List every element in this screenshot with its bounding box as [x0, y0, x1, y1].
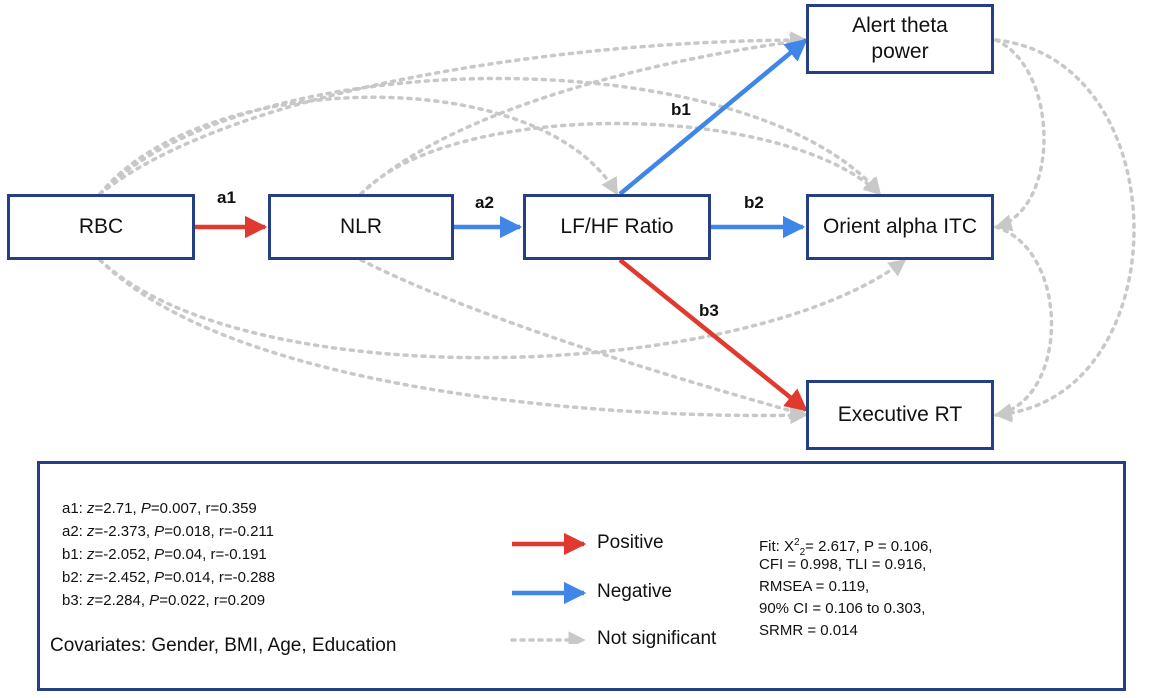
fit-chi-symbol: Fit: X: [759, 538, 795, 555]
stat-a1-p: =0.007,: [150, 500, 202, 517]
fit-line-3: RMSEA = 0.119,: [759, 578, 870, 595]
stat-z-symbol: z: [87, 546, 95, 563]
edge-b3: [618, 258, 808, 412]
stat-b2-r: r=-0.288: [218, 569, 276, 586]
legend-negative-label: Negative: [597, 581, 672, 602]
stat-a2-r: r=-0.211: [218, 523, 275, 540]
node-lfhf-ratio: LF/HF Ratio: [523, 194, 711, 260]
node-nlr-label: NLR: [339, 215, 382, 238]
stat-z-symbol: z: [87, 569, 95, 586]
node-exec-label: Executive RT: [837, 403, 963, 426]
stat-z-symbol: z: [87, 592, 95, 609]
stat-b2-p: =0.014,: [164, 569, 215, 586]
edge-label-a1: a1: [217, 188, 236, 207]
ns-alert-orient: [994, 38, 1046, 232]
stat-p-symbol: P: [140, 500, 151, 517]
stat-p-symbol: P: [154, 546, 165, 563]
ns-rbc-orient-low: [98, 258, 907, 360]
stat-p-symbol: P: [154, 569, 165, 586]
stat-a1: a1: z=2.71, P=0.007, r=0.359: [62, 500, 257, 518]
node-executive-rt: Executive RT: [806, 380, 994, 450]
fit-chi-sub: 2: [799, 547, 806, 558]
fit-chi-value: = 2.617, P = 0.106,: [805, 538, 933, 555]
stat-b1-name: b1:: [62, 546, 83, 563]
stat-a2-p: =0.018,: [164, 523, 215, 540]
node-alert-theta-power: Alert theta power: [806, 4, 994, 74]
stat-b3: b3: z=2.284, P=0.022, r=0.209: [62, 592, 265, 610]
stat-b2-z: =-2.452,: [94, 569, 150, 586]
stat-b1-r: r=-0.191: [210, 546, 267, 563]
stat-b3-z: =2.284,: [94, 592, 145, 609]
stat-a1-name: a1:: [62, 500, 83, 517]
ns-alert-exec: [994, 38, 1136, 423]
stat-b1: b1: z=-2.052, P=0.04, r=-0.191: [62, 546, 267, 564]
stat-p-symbol: P: [149, 592, 160, 609]
stat-b3-p: =0.022,: [159, 592, 210, 609]
ns-nlr-alert: [359, 33, 808, 196]
stat-b2-name: b2:: [62, 569, 83, 586]
edge-label-a2: a2: [475, 193, 494, 212]
node-rbc: RBC: [7, 194, 195, 260]
stat-z-symbol: z: [87, 523, 95, 540]
ns-rbc-orient: [98, 76, 882, 196]
stat-a2: a2: z=-2.373, P=0.018, r=-0.211: [62, 523, 274, 541]
node-rbc-label: RBC: [78, 215, 124, 238]
covariates-text: Covariates: Gender, BMI, Age, Education: [50, 635, 397, 656]
stat-a1-z: =2.71,: [94, 500, 137, 517]
ns-nlr-orient: [359, 121, 882, 196]
fit-line-1: Fit: X22= 2.617, P = 0.106,: [759, 533, 932, 563]
fit-line-4: 90% CI = 0.106 to 0.303,: [759, 600, 926, 617]
node-alert-label: Alert theta power: [852, 14, 948, 63]
stat-p-symbol: P: [154, 523, 165, 540]
ns-nlr-exec: [359, 258, 808, 420]
node-orient-label: Orient alpha ITC: [822, 215, 978, 238]
fit-line-5: SRMR = 0.014: [759, 622, 858, 639]
node-orient-alpha-itc: Orient alpha ITC: [806, 194, 994, 260]
stat-b1-z: =-2.052,: [94, 546, 150, 563]
stat-b3-name: b3:: [62, 592, 83, 609]
legend-box: a1: z=2.71, P=0.007, r=0.359 a2: z=-2.37…: [37, 461, 1126, 691]
edge-label-b2: b2: [744, 193, 764, 212]
fit-line-2: CFI = 0.998, TLI = 0.916,: [759, 556, 927, 573]
edge-label-b3: b3: [699, 301, 719, 320]
legend-ns-label: Not significant: [597, 628, 717, 649]
node-nlr: NLR: [268, 194, 454, 260]
edge-label-b1: b1: [671, 100, 691, 119]
ns-orient-exec: [994, 225, 1054, 421]
stat-a2-name: a2:: [62, 523, 83, 540]
stat-a1-r: r=0.359: [205, 500, 257, 517]
node-lfhf-label: LF/HF Ratio: [560, 215, 674, 238]
legend-positive-label: Positive: [597, 532, 664, 553]
stat-b3-r: r=0.209: [213, 592, 266, 609]
stat-a2-z: =-2.373,: [94, 523, 150, 540]
ns-rbc-alert: [98, 31, 808, 196]
stat-z-symbol: z: [87, 500, 95, 517]
ns-rbc-lfhf: [98, 95, 619, 196]
stat-b1-p: =0.04,: [164, 546, 207, 563]
legend-key-arrows: [510, 532, 587, 644]
stat-b2: b2: z=-2.452, P=0.014, r=-0.288: [62, 569, 275, 587]
ns-rbc-exec: [98, 258, 808, 425]
fit-chi-sup: 2: [794, 537, 800, 548]
edge-b1: [618, 38, 808, 196]
